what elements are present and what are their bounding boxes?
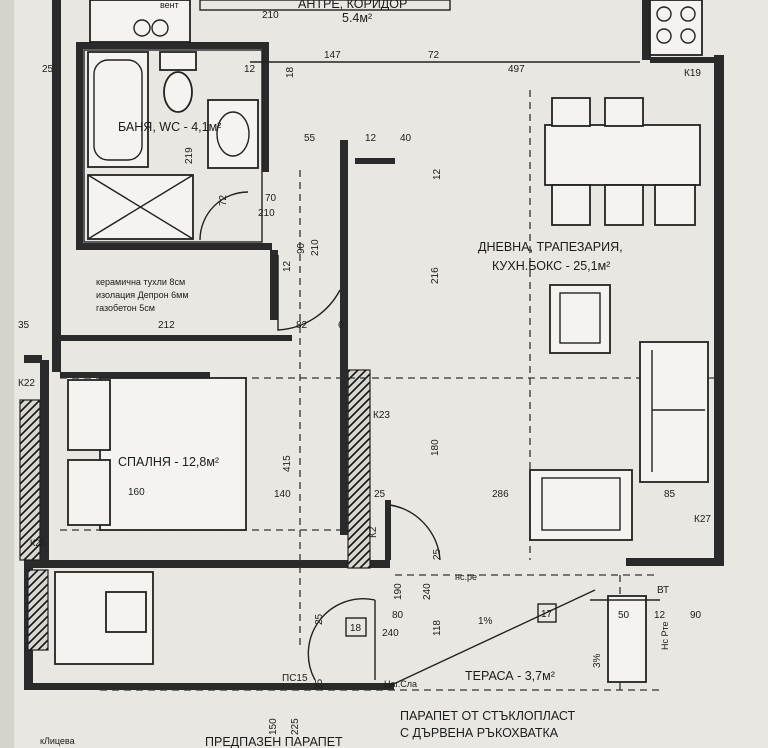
dim-150: 150 [268,718,279,735]
dim-25-c: 25 [432,548,443,560]
dim-497: 497 [508,64,525,75]
dim-180: 180 [430,439,441,456]
dim-212: 212 [158,320,175,331]
tag-17: 17 [541,609,553,620]
dim-147: 147 [324,50,341,61]
dim-219: 219 [184,147,195,164]
hall-label: АНТРЕ, КОРИДОР [298,0,407,11]
terrace-slope-line [384,589,596,689]
nc-pe-label: нс.ре [455,572,477,582]
tag-17-box [537,603,557,623]
bt-label: ВТ [657,585,669,596]
paper-edge [0,0,14,748]
dim-72-top: 72 [428,50,440,61]
dim-140: 140 [274,489,291,500]
dim-6: 6 [338,320,344,331]
dim-118: 118 [432,620,443,636]
top-cabinet [89,0,191,43]
dim-12-e: 12 [654,610,666,621]
hall-area: 5.4м² [342,11,372,25]
bath-note-3: газобетон 5см [96,303,155,313]
dim-240-b: 240 [382,628,399,639]
bath-note-1: керамична тухли 8см [96,277,185,287]
dim-210-top: 210 [262,10,279,21]
washbasin [207,99,259,169]
dim-225: 225 [290,718,301,735]
dim-160: 160 [128,487,145,498]
terrace-bench [607,595,647,683]
tag-k25: К25 [30,538,45,548]
tag-k27: К27 [694,514,711,525]
bath-note-2: изолация Депрон 6мм [96,290,189,300]
sofa [639,341,709,483]
toilet [159,51,197,113]
bottom-parapet-note: ПРЕДПАЗЕН ПАРАПЕТ [205,735,343,748]
dim-210-door: 210 [258,208,275,219]
bathtub [87,51,149,168]
vent-label: Нс Рте [660,621,670,650]
tag-k19: К19 [684,68,701,79]
dim-70: 70 [265,193,277,204]
bottom-left-label: кЛицева [40,736,75,746]
dim-3pct: 3% [592,653,603,668]
tag-18-box [345,617,367,637]
bathroom-walls [76,42,272,250]
dim-25-e: 25 [314,678,325,690]
living-label-1: ДНЕВНА, ТРАПЕЗАРИЯ, [478,240,623,254]
dim-240: 240 [422,583,433,600]
bedroom-label: СПАЛНЯ - 12,8м² [118,455,219,469]
columns [19,369,371,651]
doors [277,255,441,681]
dim-12-a: 12 [244,64,256,75]
bed [67,377,247,531]
bath-label: БАНЯ, WC - 4,1м² [118,120,221,134]
nagr-label: Наг.Сла [384,679,417,689]
dim-25-b: 25 [374,489,386,500]
bathroom-door-arc [199,191,249,241]
dim-72-v: 72 [218,194,229,206]
dining-table [544,97,701,226]
dim-1pct: 1% [478,616,493,627]
parapet-note-2: С ДЪРВЕНА РЪКОХВАТКА [400,726,559,740]
terrace-label: ТЕРАСА - 3,7м² [465,669,555,683]
tag-k23: К23 [373,410,390,421]
dim-90: 90 [296,242,307,254]
top-vent-label: вент [160,0,179,10]
dim-286: 286 [492,489,509,500]
dim-415: 415 [282,455,293,472]
living-label-2: КУХН.БОКС - 25,1м² [492,259,610,273]
tag-k22: К22 [18,378,35,389]
dim-90-b: 90 [690,610,702,621]
tag-k2: К2 [368,526,379,538]
shower [87,174,194,240]
dim-82: 82 [296,320,308,331]
hall-top-strip [199,0,451,11]
dim-80: 80 [392,610,404,621]
dim-40: 40 [400,133,412,144]
interior-walls [52,140,395,560]
dim-85: 85 [664,489,676,500]
dim-12-v: 12 [432,168,443,180]
dim-210-v: 210 [310,239,321,256]
dim-190: 190 [393,583,404,600]
dim-35: 35 [18,320,30,331]
dim-25-d: 25 [314,613,325,625]
kitchen-counter [649,0,703,56]
pc15-label: ПС15 [282,673,308,684]
armchair [549,284,611,354]
dim-18: 18 [285,66,296,78]
dim-216: 216 [430,267,441,284]
coffee-table [529,469,633,541]
dim-12-d: 12 [282,260,293,272]
dim-50: 50 [618,610,630,621]
dim-12-c: 12 [365,133,377,144]
desk [54,571,154,665]
tag-18: 18 [350,623,362,634]
dim-55: 55 [304,133,316,144]
parapet-note-1: ПАРАПЕТ ОТ СТЪКЛОПЛАСТ [400,709,575,723]
dim-25-left: 25 [42,64,54,75]
